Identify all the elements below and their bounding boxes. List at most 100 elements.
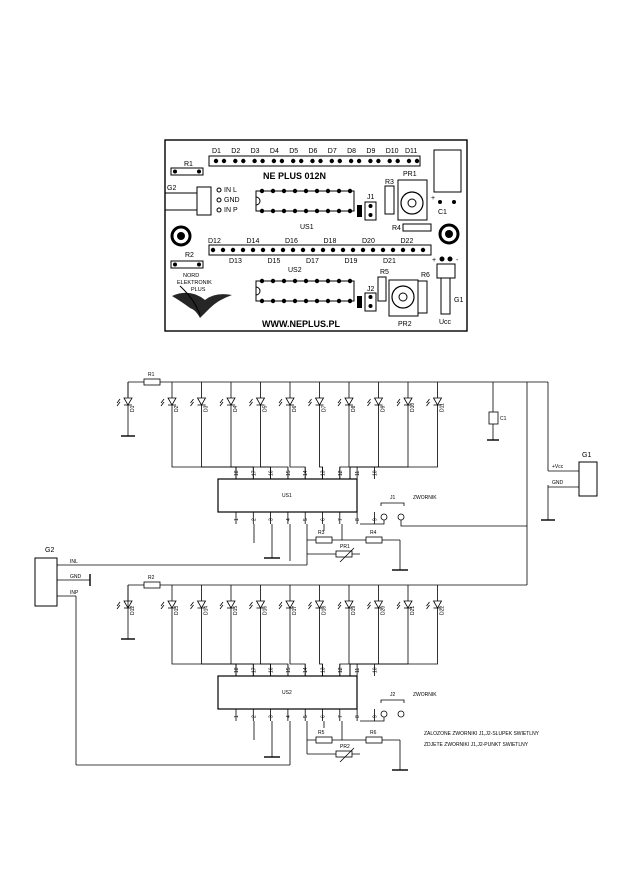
light-arrow [308, 601, 312, 607]
ic-pin [347, 298, 353, 304]
label: D9 [381, 405, 387, 412]
label: D14 [247, 238, 260, 245]
pcb-in-l: IN L [224, 187, 237, 194]
led-pad [213, 158, 219, 164]
light-arrow [308, 398, 312, 404]
wire [230, 405, 272, 479]
svg-text:ELEKTRONIK: ELEKTRONIK [177, 280, 212, 286]
label: 16 [269, 470, 275, 476]
label: 2 [251, 518, 257, 521]
label: D8 [351, 405, 357, 412]
light-arrow [337, 601, 342, 607]
label: D10 [386, 148, 399, 155]
label: 1 [234, 518, 240, 521]
label: 5 [303, 518, 309, 521]
pcb-r2-label: R2 [185, 252, 194, 259]
label: 10 [372, 667, 378, 673]
mounting-hole [438, 223, 460, 245]
pcb-pr1 [397, 179, 428, 221]
pcb-us2 [255, 280, 355, 302]
led-pad [279, 158, 285, 164]
svg-text:INP: INP [70, 590, 79, 596]
ic-pin [347, 278, 353, 284]
pcb-r5-label: R5 [380, 269, 389, 276]
led-pad [280, 247, 286, 253]
ic-pin [336, 208, 342, 214]
led-pad [220, 247, 226, 253]
led-diode [344, 600, 354, 609]
label: D4 [270, 148, 279, 155]
led-strip-mid [208, 244, 432, 256]
led-diode [196, 600, 207, 609]
label: D1 [130, 405, 136, 412]
label: 7 [338, 518, 344, 521]
ic-pin [270, 208, 276, 214]
svg-text:J1: J1 [390, 495, 396, 501]
led-pad [368, 158, 373, 164]
wire [260, 405, 289, 479]
ic-pin [281, 208, 287, 214]
label: 8 [355, 518, 361, 521]
label: D3 [251, 148, 260, 155]
light-arrow [160, 398, 165, 404]
sch-r3 [315, 536, 333, 544]
label: 13 [321, 470, 327, 476]
label: D7 [328, 148, 337, 155]
label: 6 [321, 518, 327, 521]
pcb-pr2-label: PR2 [398, 321, 412, 328]
sch-r2-label: R2 [148, 575, 155, 581]
pcb-r4-label: R4 [392, 225, 401, 232]
svg-text:-: - [456, 257, 459, 264]
svg-text:R6: R6 [370, 730, 377, 736]
pcb-r3-label: R3 [385, 179, 394, 186]
label: D21 [383, 258, 396, 265]
led-pad [291, 158, 296, 164]
svg-text:INL: INL [70, 559, 78, 565]
led-pad [329, 158, 334, 164]
label: D11 [440, 403, 446, 412]
led-strip-top [208, 155, 421, 167]
pcb-r6-label: R6 [421, 272, 430, 279]
light-arrow [396, 604, 401, 610]
light-arrow [308, 604, 312, 610]
label: D2 [231, 148, 240, 155]
light-arrow [396, 401, 401, 407]
label: D13 [229, 258, 242, 265]
light-arrow [337, 604, 342, 610]
led-pad [420, 247, 426, 253]
led-pad [330, 247, 336, 253]
led-diode [167, 397, 177, 406]
led-diode [123, 397, 133, 406]
label: D18 [324, 238, 337, 245]
label: 4 [286, 518, 292, 521]
ic-pin [303, 208, 309, 214]
led-pad [350, 247, 356, 253]
led-diode [344, 397, 354, 406]
light-arrow [367, 601, 371, 607]
label: D22 [440, 606, 446, 615]
svg-text:+: + [431, 195, 435, 202]
light-arrow [278, 401, 283, 407]
sch-us1-label: US1 [282, 493, 292, 499]
sch-r6 [365, 736, 383, 744]
ic-pin [281, 298, 287, 304]
pcb-outline [164, 139, 468, 332]
sch-g1 [578, 461, 598, 497]
light-arrow [337, 398, 342, 404]
light-arrow [190, 601, 194, 607]
light-arrow [278, 604, 283, 610]
label: D19 [345, 258, 358, 265]
led-pad [310, 247, 316, 253]
wire [349, 405, 409, 479]
wire [201, 405, 254, 479]
wire [260, 608, 289, 676]
label: 9 [372, 715, 378, 718]
light-arrow [219, 601, 224, 607]
wire [289, 608, 306, 676]
led-diode [403, 397, 413, 406]
light-arrow [219, 398, 224, 404]
ic-pin [270, 298, 276, 304]
svg-text:GND: GND [70, 574, 82, 580]
pcb-c1-label: C1 [438, 209, 447, 216]
pcb-g1 [440, 277, 451, 315]
